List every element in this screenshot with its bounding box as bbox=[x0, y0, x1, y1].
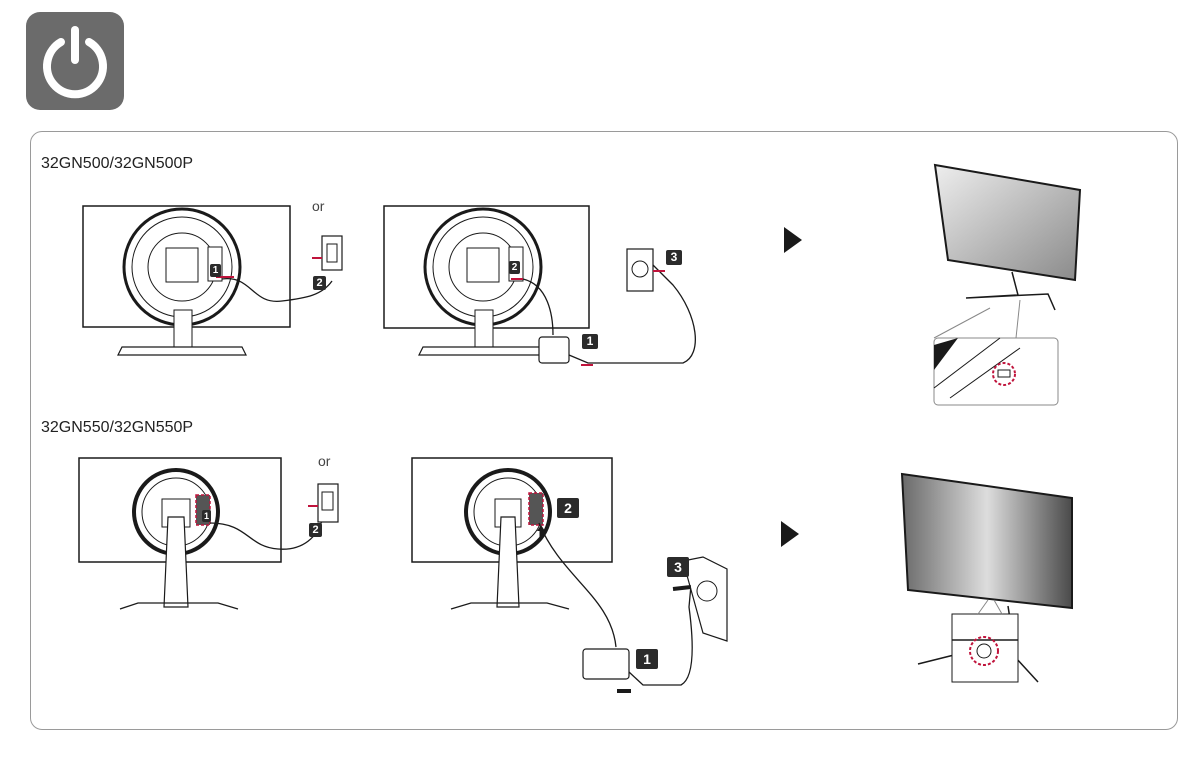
monitor-front-illustration bbox=[933, 163, 1082, 406]
step-badge: 3 bbox=[666, 250, 682, 265]
step-badge: 2 bbox=[509, 261, 520, 274]
or-label: or bbox=[318, 453, 331, 469]
or-label: or bbox=[312, 198, 325, 214]
monitor-adapter-illustration bbox=[383, 205, 696, 366]
step-badge: 1 bbox=[210, 264, 221, 277]
monitor-adapter-illustration bbox=[411, 457, 728, 693]
next-step-arrow-icon bbox=[781, 521, 799, 547]
step-badge: 3 bbox=[667, 557, 689, 577]
step-badge: 2 bbox=[309, 523, 322, 537]
wall-outlet-illustration bbox=[308, 483, 339, 523]
next-step-arrow-icon bbox=[784, 227, 802, 253]
power-icon bbox=[43, 26, 107, 99]
monitor-front-illustration bbox=[900, 472, 1073, 683]
step-badge: 2 bbox=[557, 498, 579, 518]
monitor-back-illustration bbox=[78, 457, 324, 610]
instruction-panel bbox=[30, 131, 1178, 730]
step-badge: 1 bbox=[636, 649, 658, 669]
step-badge: 1 bbox=[202, 510, 211, 522]
model-label: 32GN500/32GN500P bbox=[41, 155, 194, 172]
power-icon-tile bbox=[26, 12, 124, 110]
step-badge: 2 bbox=[313, 276, 326, 290]
model-label: 32GN550/32GN550P bbox=[41, 419, 194, 436]
wall-outlet-illustration bbox=[312, 235, 343, 271]
step-badge: 1 bbox=[582, 334, 598, 349]
monitor-back-illustration bbox=[82, 205, 333, 356]
